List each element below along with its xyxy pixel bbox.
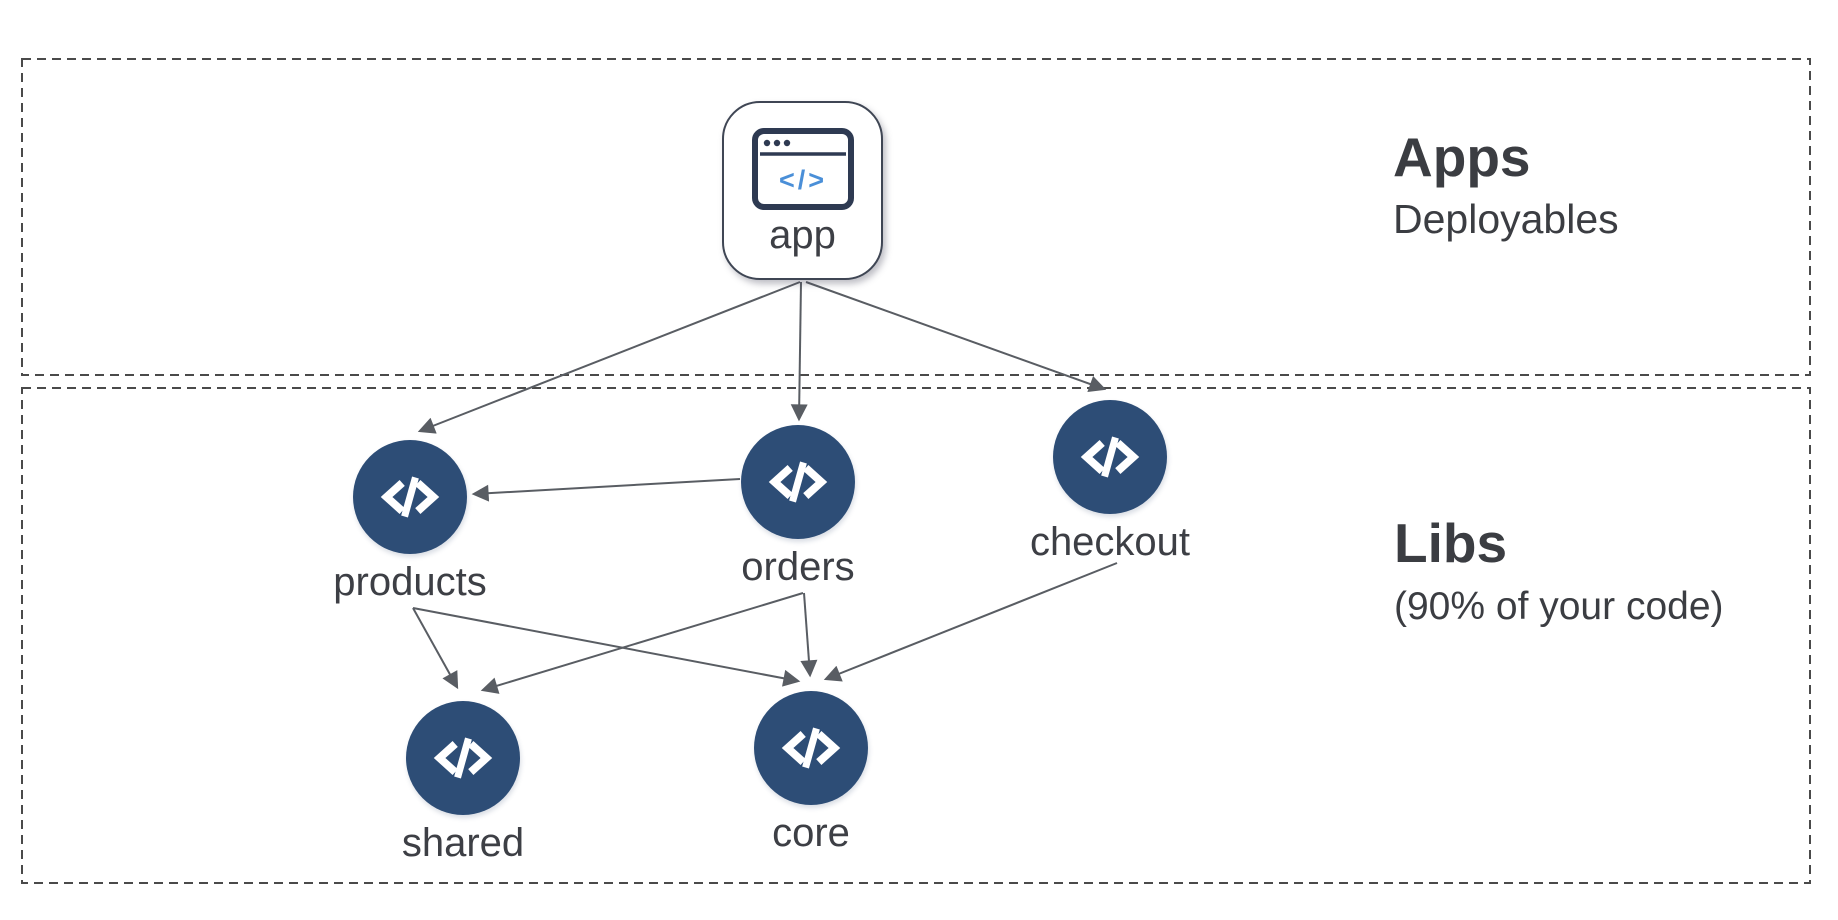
code-circle-icon: [406, 701, 520, 815]
node-checkout: checkout: [960, 400, 1260, 564]
code-circle-icon: [754, 691, 868, 805]
edge-orders-to-shared: [480, 592, 804, 694]
edge-orders-to-core: [800, 592, 818, 678]
apps-section-caption: Apps Deployables: [1393, 130, 1619, 240]
code-circle-icon: [741, 425, 855, 539]
libs-section-subtitle: (90% of your code): [1394, 585, 1724, 628]
node-core: core: [661, 691, 961, 855]
node-app: </> app: [722, 101, 883, 280]
node-shared: shared: [313, 701, 613, 865]
edge-products-to-shared: [412, 607, 459, 690]
edge-orders-to-products: [471, 478, 741, 502]
code-circle-icon: [353, 440, 467, 554]
apps-section-border: [21, 58, 1811, 376]
apps-section-subtitle: Deployables: [1393, 196, 1619, 242]
edge-app-to-products: [417, 281, 801, 434]
node-orders-label: orders: [741, 545, 855, 589]
apps-section-title: Apps: [1393, 126, 1531, 188]
svg-text:</>: </>: [778, 165, 826, 195]
node-shared-label: shared: [401, 821, 525, 865]
node-checkout-label: checkout: [1029, 520, 1191, 564]
node-products-label: products: [333, 560, 487, 604]
edge-checkout-to-core: [823, 562, 1118, 682]
libs-section-title: Libs: [1394, 512, 1508, 574]
libs-section-border: [21, 387, 1811, 884]
browser-code-icon: </>: [751, 128, 854, 210]
node-app-label: app: [769, 213, 836, 257]
edge-app-to-checkout: [805, 281, 1107, 393]
edge-products-to-core: [412, 607, 801, 687]
node-orders: orders: [648, 425, 948, 589]
node-products: products: [260, 440, 560, 604]
node-core-label: core: [772, 811, 850, 855]
code-circle-icon: [1053, 400, 1167, 514]
edge-app-to-orders: [790, 281, 808, 422]
libs-section-caption: Libs (90% of your code): [1394, 512, 1724, 628]
